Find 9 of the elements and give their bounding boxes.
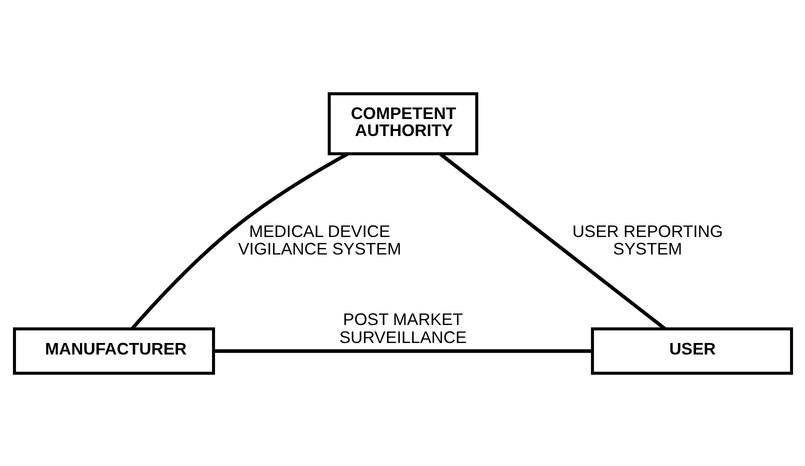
edge-label: POST MARKET SURVEILLANCE [338,309,466,346]
connector [438,152,666,330]
node-box: USER [590,326,793,374]
node-box: COMPETENT AUTHORITY [327,92,478,155]
node-box: MANUFACTURER [12,326,215,374]
connector [130,152,348,330]
connector [213,348,592,352]
edge-label: USER REPORTING SYSTEM [572,221,722,258]
edge-label: MEDICAL DEVICE VIGILANCE SYSTEM [238,221,401,258]
